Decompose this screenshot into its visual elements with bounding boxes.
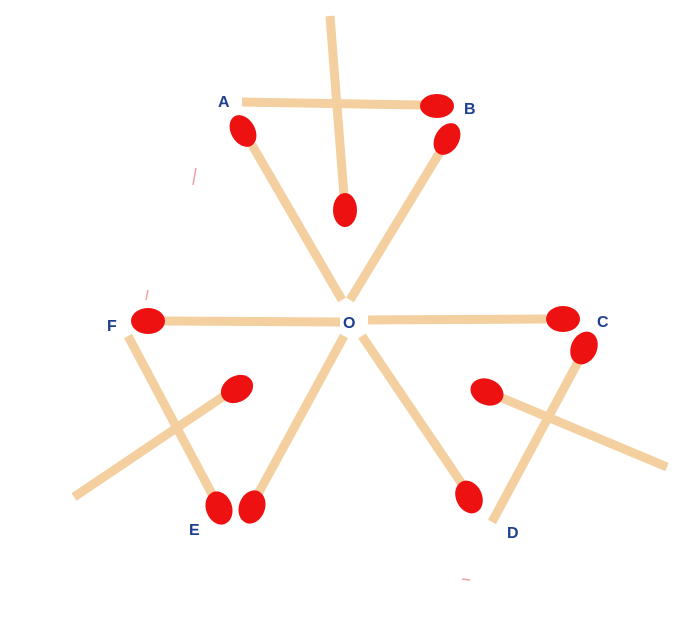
- stray-mark: [461, 578, 471, 581]
- matchstick-crossing-left[interactable]: [71, 369, 258, 501]
- point-label-a: A: [218, 94, 230, 111]
- stray-mark: [192, 167, 197, 186]
- matchstick-c-d[interactable]: [488, 327, 603, 525]
- matchstick-o-f[interactable]: [131, 308, 341, 334]
- matchstick-vertical-top[interactable]: [325, 15, 357, 227]
- match-head: [205, 491, 233, 525]
- match-head: [420, 94, 454, 118]
- match-head: [238, 490, 266, 524]
- matchstick-f-e[interactable]: [124, 333, 237, 528]
- point-label-c: C: [597, 314, 609, 331]
- stray-mark: [145, 289, 149, 301]
- match-head: [220, 374, 254, 404]
- match-head: [333, 193, 357, 227]
- point-label-f: F: [107, 318, 117, 335]
- point-label-o: O: [343, 315, 355, 332]
- matchstick-o-c[interactable]: [367, 306, 580, 332]
- point-label-e: E: [189, 522, 200, 539]
- match-head: [131, 308, 165, 334]
- match-head: [470, 378, 504, 406]
- match-head: [546, 306, 580, 332]
- point-label-b: B: [464, 101, 476, 118]
- matchstick-crossing-right[interactable]: [466, 374, 669, 472]
- matchstick-o-d[interactable]: [358, 333, 488, 518]
- match-head: [229, 115, 257, 147]
- match-head: [570, 331, 598, 365]
- point-label-d: D: [507, 525, 519, 542]
- match-head: [433, 123, 461, 155]
- matchstick-o-a[interactable]: [224, 110, 346, 303]
- match-head: [455, 480, 483, 514]
- matchstick-a-b[interactable]: [241, 94, 454, 118]
- matchstick-o-b[interactable]: [346, 118, 466, 303]
- matchstick-o-e[interactable]: [234, 333, 348, 527]
